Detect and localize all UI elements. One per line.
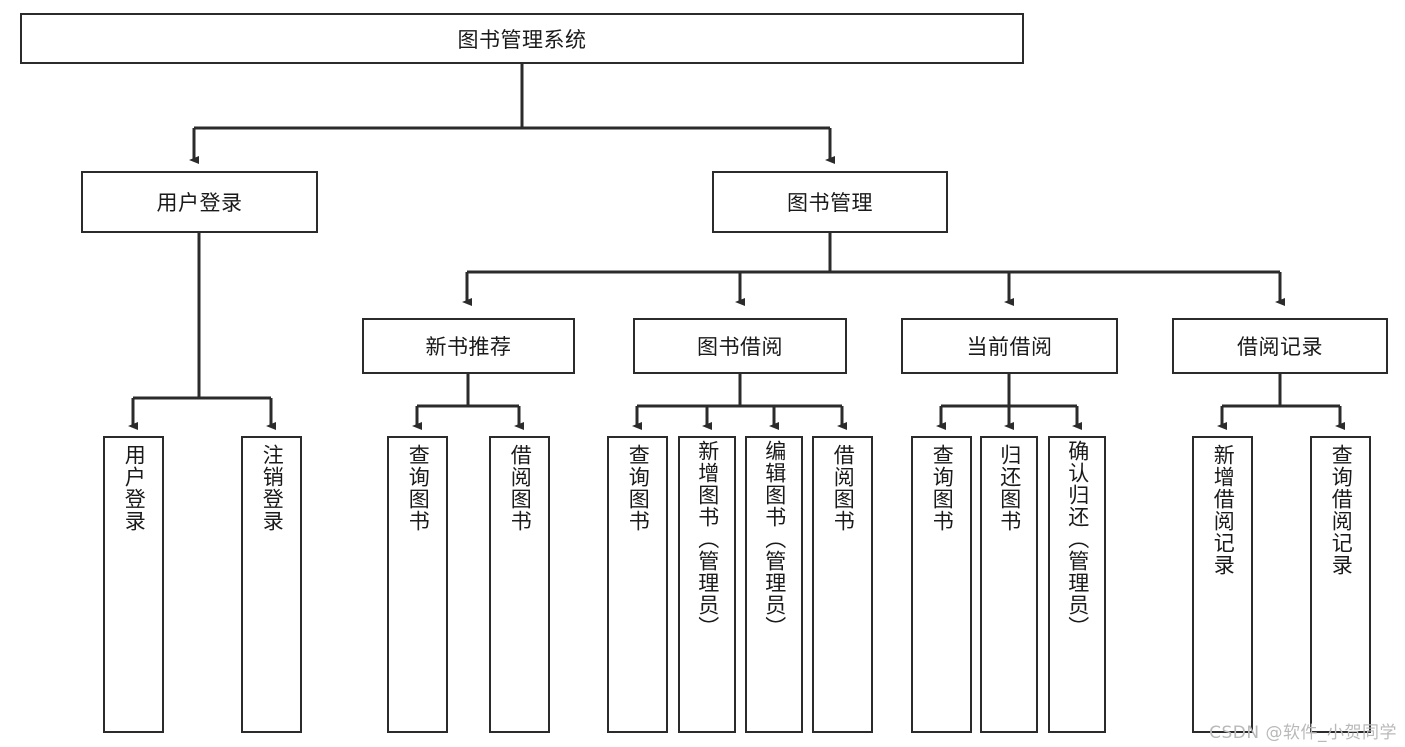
node-label: 图书管理系统 xyxy=(457,27,587,52)
node-label: 图书借阅 xyxy=(697,335,783,359)
leaf-borrow-edit-book-admin[interactable]: 编辑图书（管理员） xyxy=(745,436,803,733)
node-label: 新增借阅记录 xyxy=(1211,444,1236,576)
leaf-borrow-borrow-book[interactable]: 借阅图书 xyxy=(812,436,873,733)
node-borrow-record[interactable]: 借阅记录 xyxy=(1172,318,1388,374)
node-label: 借阅记录 xyxy=(1237,335,1323,359)
leaf-record-add-record[interactable]: 新增借阅记录 xyxy=(1192,436,1253,733)
leaf-borrow-query-book[interactable]: 查询图书 xyxy=(607,436,668,733)
node-label: 借阅图书 xyxy=(508,444,533,532)
node-label: 当前借阅 xyxy=(966,335,1053,359)
leaf-user-login-signin[interactable]: 用户登录 xyxy=(103,436,164,733)
node-label: 图书管理 xyxy=(787,191,873,215)
leaf-current-confirm-return-admin[interactable]: 确认归还（管理员） xyxy=(1048,436,1106,733)
leaf-current-return-book[interactable]: 归还图书 xyxy=(980,436,1038,733)
node-current-borrow[interactable]: 当前借阅 xyxy=(901,318,1118,374)
node-root-system[interactable]: 图书管理系统 xyxy=(20,13,1024,64)
node-label: 归还图书 xyxy=(997,444,1022,532)
node-new-book-recommend[interactable]: 新书推荐 xyxy=(362,318,575,374)
node-label: 借阅图书 xyxy=(831,444,856,532)
leaf-recommend-borrow-book[interactable]: 借阅图书 xyxy=(489,436,550,733)
node-label: 查询图书 xyxy=(930,444,955,532)
leaf-user-login-signout[interactable]: 注销登录 xyxy=(241,436,302,733)
node-label: 编辑图书（管理员） xyxy=(762,440,787,638)
node-label: 查询图书 xyxy=(626,444,651,532)
node-book-borrow[interactable]: 图书借阅 xyxy=(633,318,847,374)
node-label: 确认归还（管理员） xyxy=(1065,440,1090,638)
node-label: 查询借阅记录 xyxy=(1329,444,1354,576)
leaf-recommend-query-book[interactable]: 查询图书 xyxy=(387,436,448,733)
leaf-record-query-record[interactable]: 查询借阅记录 xyxy=(1310,436,1371,733)
node-label: 注销登录 xyxy=(260,444,285,532)
node-label: 查询图书 xyxy=(406,444,431,532)
node-label: 新增图书（管理员） xyxy=(695,440,720,638)
node-label: 用户登录 xyxy=(156,191,243,215)
leaf-borrow-add-book-admin[interactable]: 新增图书（管理员） xyxy=(678,436,736,733)
node-book-management[interactable]: 图书管理 xyxy=(712,171,948,233)
node-user-login[interactable]: 用户登录 xyxy=(81,171,318,233)
node-label: 新书推荐 xyxy=(425,335,512,359)
node-label: 用户登录 xyxy=(122,444,147,532)
watermark-text: CSDN @软件_小贺同学 xyxy=(1209,723,1397,743)
leaf-current-query-book[interactable]: 查询图书 xyxy=(911,436,972,733)
